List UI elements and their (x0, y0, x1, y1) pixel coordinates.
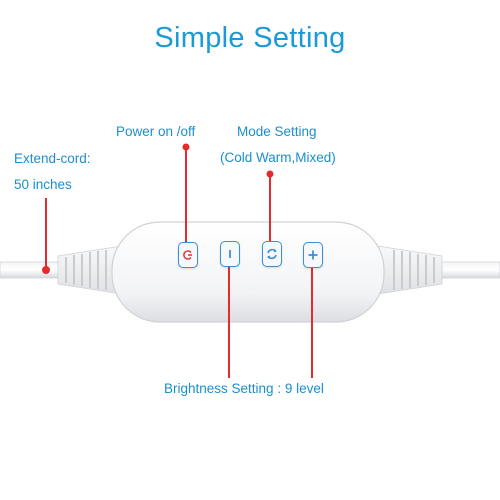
minus-icon (229, 250, 231, 258)
brightness-label: Brightness Setting : 9 level (164, 381, 324, 396)
left-strain-relief (57, 245, 123, 295)
power-icon (183, 250, 192, 260)
cord-length-label: 50 inches (14, 177, 72, 192)
cord-label: Extend-cord: (14, 151, 91, 166)
right-strain-relief (377, 245, 443, 295)
power-button[interactable] (178, 242, 198, 268)
brightness-up-button[interactable] (303, 242, 323, 268)
mode-label: Mode Setting (237, 124, 317, 139)
page-title: Simple Setting (154, 22, 346, 54)
cycle-icon (267, 248, 277, 260)
controller-body (111, 221, 385, 323)
power-label: Power on /off (116, 124, 196, 139)
plus-icon (308, 250, 318, 260)
brightness-down-button[interactable] (220, 241, 240, 267)
mode-options-label: (Cold Warm,Mixed) (220, 150, 336, 165)
mode-button[interactable] (262, 241, 282, 267)
